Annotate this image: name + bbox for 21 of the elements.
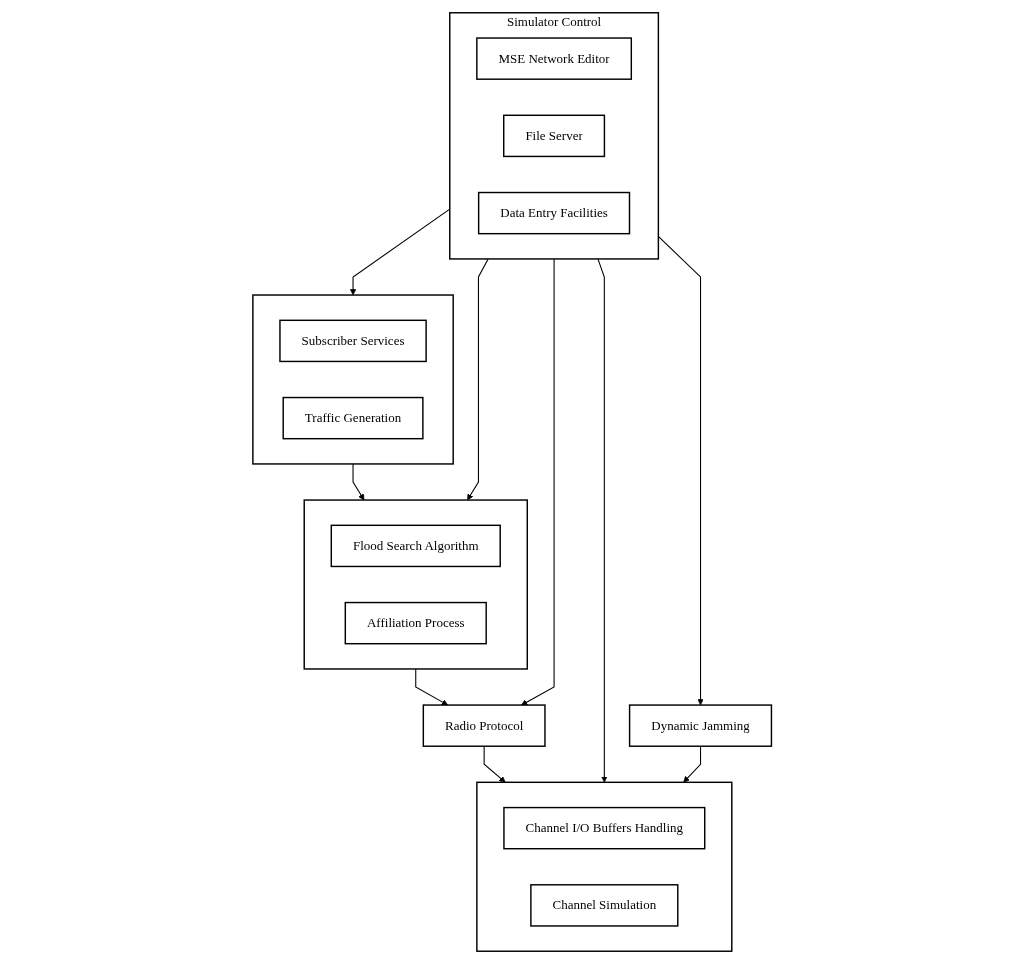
- arrow: [483, 745, 506, 783]
- arrow: [597, 257, 608, 783]
- arrow: [466, 257, 489, 500]
- cluster: [252, 293, 454, 465]
- arrow: [520, 257, 555, 705]
- arrow: [352, 462, 365, 500]
- node-box: Affiliation Process: [344, 601, 487, 644]
- node-box: Data Entry Facilities: [477, 191, 631, 234]
- node-box: Dynamic Jamming: [628, 703, 772, 747]
- node-box: Subscriber Services: [279, 319, 427, 362]
- arrow: [683, 745, 701, 783]
- node-box: Radio Protocol: [422, 703, 546, 747]
- node-box: Channel Simulation: [530, 883, 679, 927]
- node-box: File Server: [502, 114, 605, 157]
- cluster: [475, 781, 733, 952]
- cluster: [303, 498, 528, 670]
- node-box: MSE Network Editor: [475, 36, 632, 80]
- node-box: Flood Search Algorithm: [330, 524, 501, 567]
- arrow: [415, 667, 448, 705]
- node-box: Traffic Generation: [282, 396, 424, 439]
- node-box: Channel I/O Buffers Handling: [503, 806, 706, 849]
